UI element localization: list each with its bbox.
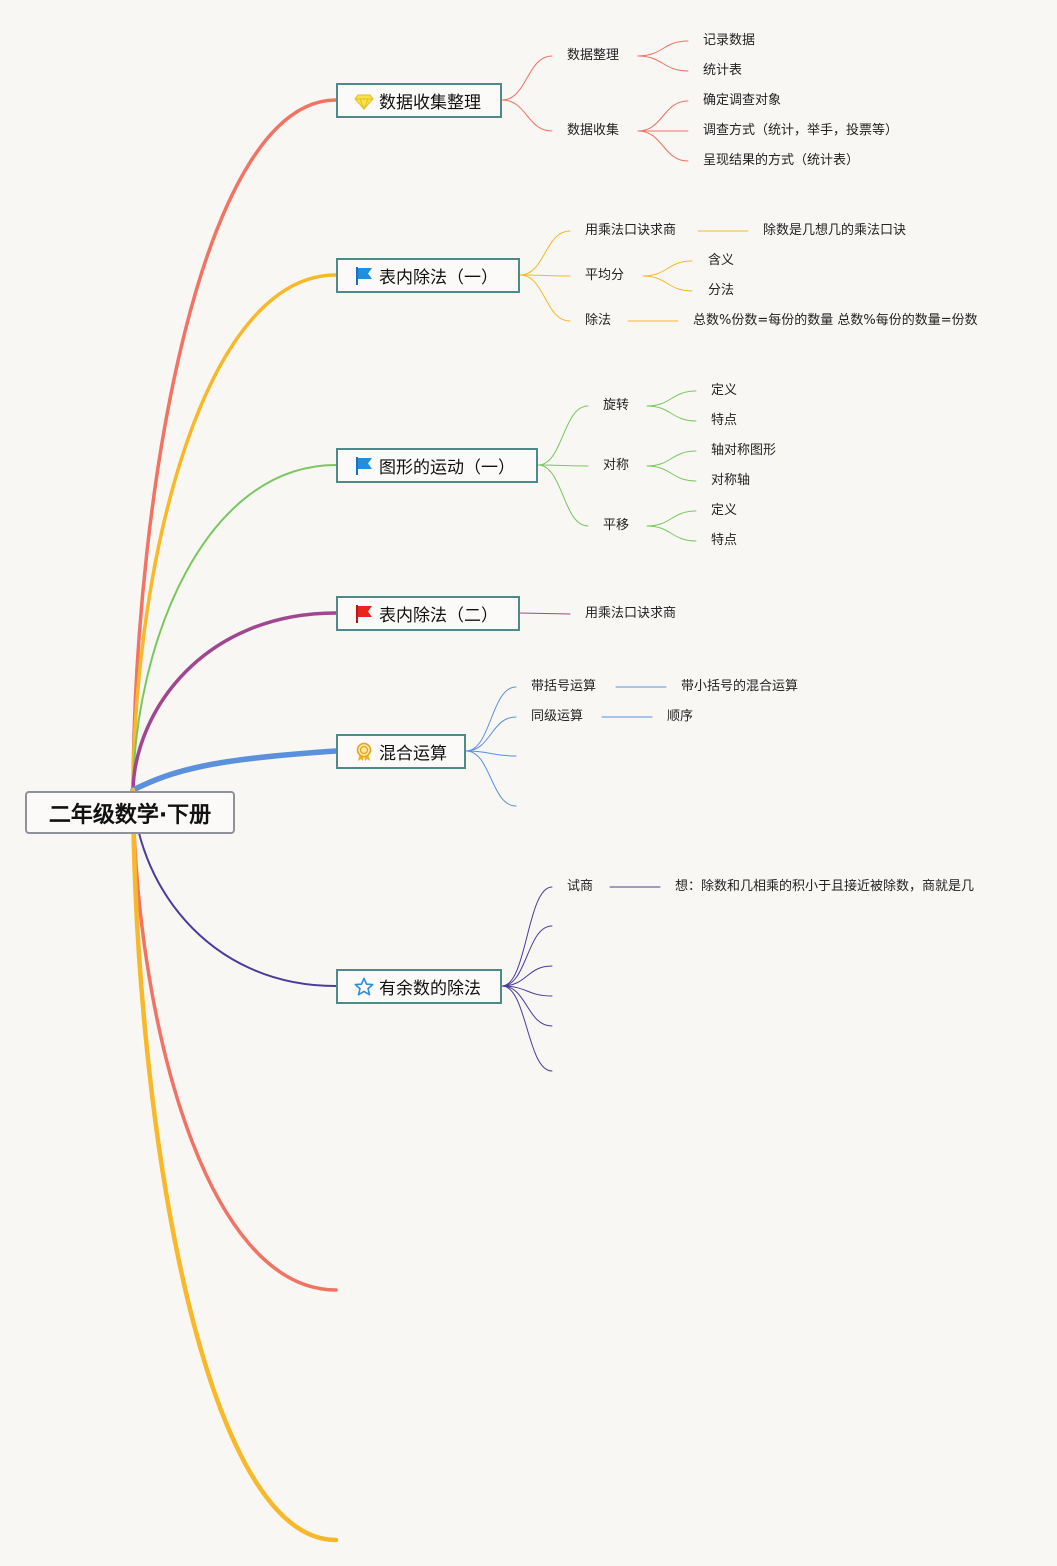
subtopic-label[interactable]: 平移 [603,518,630,533]
subtopic-connector [465,750,517,807]
branch-connector [132,464,337,791]
topic-node[interactable]: 表内除法（二） [336,596,520,631]
subtopic-label[interactable]: 对称 [603,458,630,473]
subtopic-label[interactable]: 除法 [585,313,612,328]
leaf-connector [637,130,689,162]
topic-label: 有余数的除法 [379,979,481,999]
leaf-connector [637,100,689,132]
subtopic-connector [465,686,517,752]
branch-connector [130,748,339,793]
subtopic-label[interactable]: 平均分 [585,268,625,283]
subtopic-label[interactable]: 同级运算 [531,709,584,724]
leaf-label[interactable]: 定义 [711,383,738,398]
root-topic-label: 二年级数学·下册 [48,802,212,828]
subtopic-connector [537,464,589,467]
blue-flag-icon [354,266,374,286]
subtopic-connector [519,274,571,277]
leaf-connector [637,40,689,57]
subtopic-connector [501,886,553,987]
topic-node[interactable]: 有余数的除法 [336,969,502,1004]
subtopic-label[interactable]: 数据收集 [567,123,620,138]
leaf-label[interactable]: 分法 [708,283,735,298]
leaf-label[interactable]: 统计表 [703,63,743,78]
subtopic-connector [501,965,553,987]
subtopic-connector [501,985,553,1027]
subtopic-connector [501,925,553,987]
leaf-label[interactable]: 特点 [711,413,738,428]
leaf-label[interactable]: 带小括号的混合运算 [681,679,799,694]
leaf-connector [637,55,689,72]
topic-node[interactable]: 表内除法（一） [336,258,520,293]
subtopic-label[interactable]: 试商 [567,879,594,894]
topic-node[interactable]: 混合运算 [336,734,466,769]
star-icon [354,977,374,997]
subtopic-connector [501,55,553,101]
topic-label: 混合运算 [379,744,447,764]
leaf-label[interactable]: 对称轴 [711,473,751,488]
leaf-connector [646,510,697,527]
leaf-label[interactable]: 除数是几想几的乘法口诀 [763,223,907,238]
award-ribbon-icon [354,742,374,762]
branch-connector [131,611,338,792]
root-topic[interactable]: 二年级数学·下册 [25,791,235,834]
blue-flag-icon [354,456,374,476]
leaf-label[interactable]: 调查方式（统计，举手，投票等） [703,123,899,138]
leaf-connector [642,275,693,292]
leaf-connector [646,525,697,542]
subtopic-connector [519,612,571,615]
subtopic-label[interactable]: 用乘法口诀求商 [585,223,677,238]
subtopic-label[interactable]: 带括号运算 [531,679,597,694]
subtopic-label[interactable]: 旋转 [603,398,630,413]
subtopic-connector [537,464,589,527]
branch-connector [130,787,339,1543]
leaf-label[interactable]: 想：除数和几相乘的积小于且接近被除数，商就是几 [675,879,975,894]
leaf-label[interactable]: 含义 [708,253,735,268]
leaf-label[interactable]: 总数%份数=每份的数量 总数%每份的数量=份数 [693,313,978,328]
subtopic-connector [519,274,571,322]
branch-connector [131,98,338,792]
topic-label: 图形的运动（一） [379,458,515,478]
branch-connector [131,788,338,1292]
topic-label: 表内除法（二） [379,606,498,626]
topic-label: 表内除法（一） [379,268,498,288]
leaf-label[interactable]: 记录数据 [703,33,756,48]
leaf-connector [646,450,697,467]
subtopic-label[interactable]: 用乘法口诀求商 [585,606,677,621]
subtopic-connector [501,99,553,132]
subtopic-connector [537,405,589,466]
red-flag-icon [354,604,374,624]
leaf-label[interactable]: 轴对称图形 [711,443,777,458]
leaf-label[interactable]: 呈现结果的方式（统计表） [703,153,860,168]
topic-node[interactable]: 数据收集整理 [336,83,502,118]
topic-node[interactable]: 图形的运动（一） [336,448,538,483]
subtopic-label[interactable]: 数据整理 [567,48,620,63]
leaf-label[interactable]: 特点 [711,533,738,548]
subtopic-connector [465,750,517,757]
subtopic-connector [519,230,571,276]
leaf-connector [646,405,697,422]
topic-label: 数据收集整理 [379,93,481,113]
leaf-connector [642,260,693,277]
leaf-connector [646,465,697,482]
subtopic-connector [465,716,517,752]
subtopic-connector [501,985,553,1072]
leaf-label[interactable]: 确定调查对象 [703,93,782,108]
leaf-label[interactable]: 顺序 [667,709,694,724]
gem-icon [354,91,374,111]
branch-connector [131,273,338,792]
leaf-label[interactable]: 定义 [711,503,738,518]
leaf-connector [646,390,697,407]
